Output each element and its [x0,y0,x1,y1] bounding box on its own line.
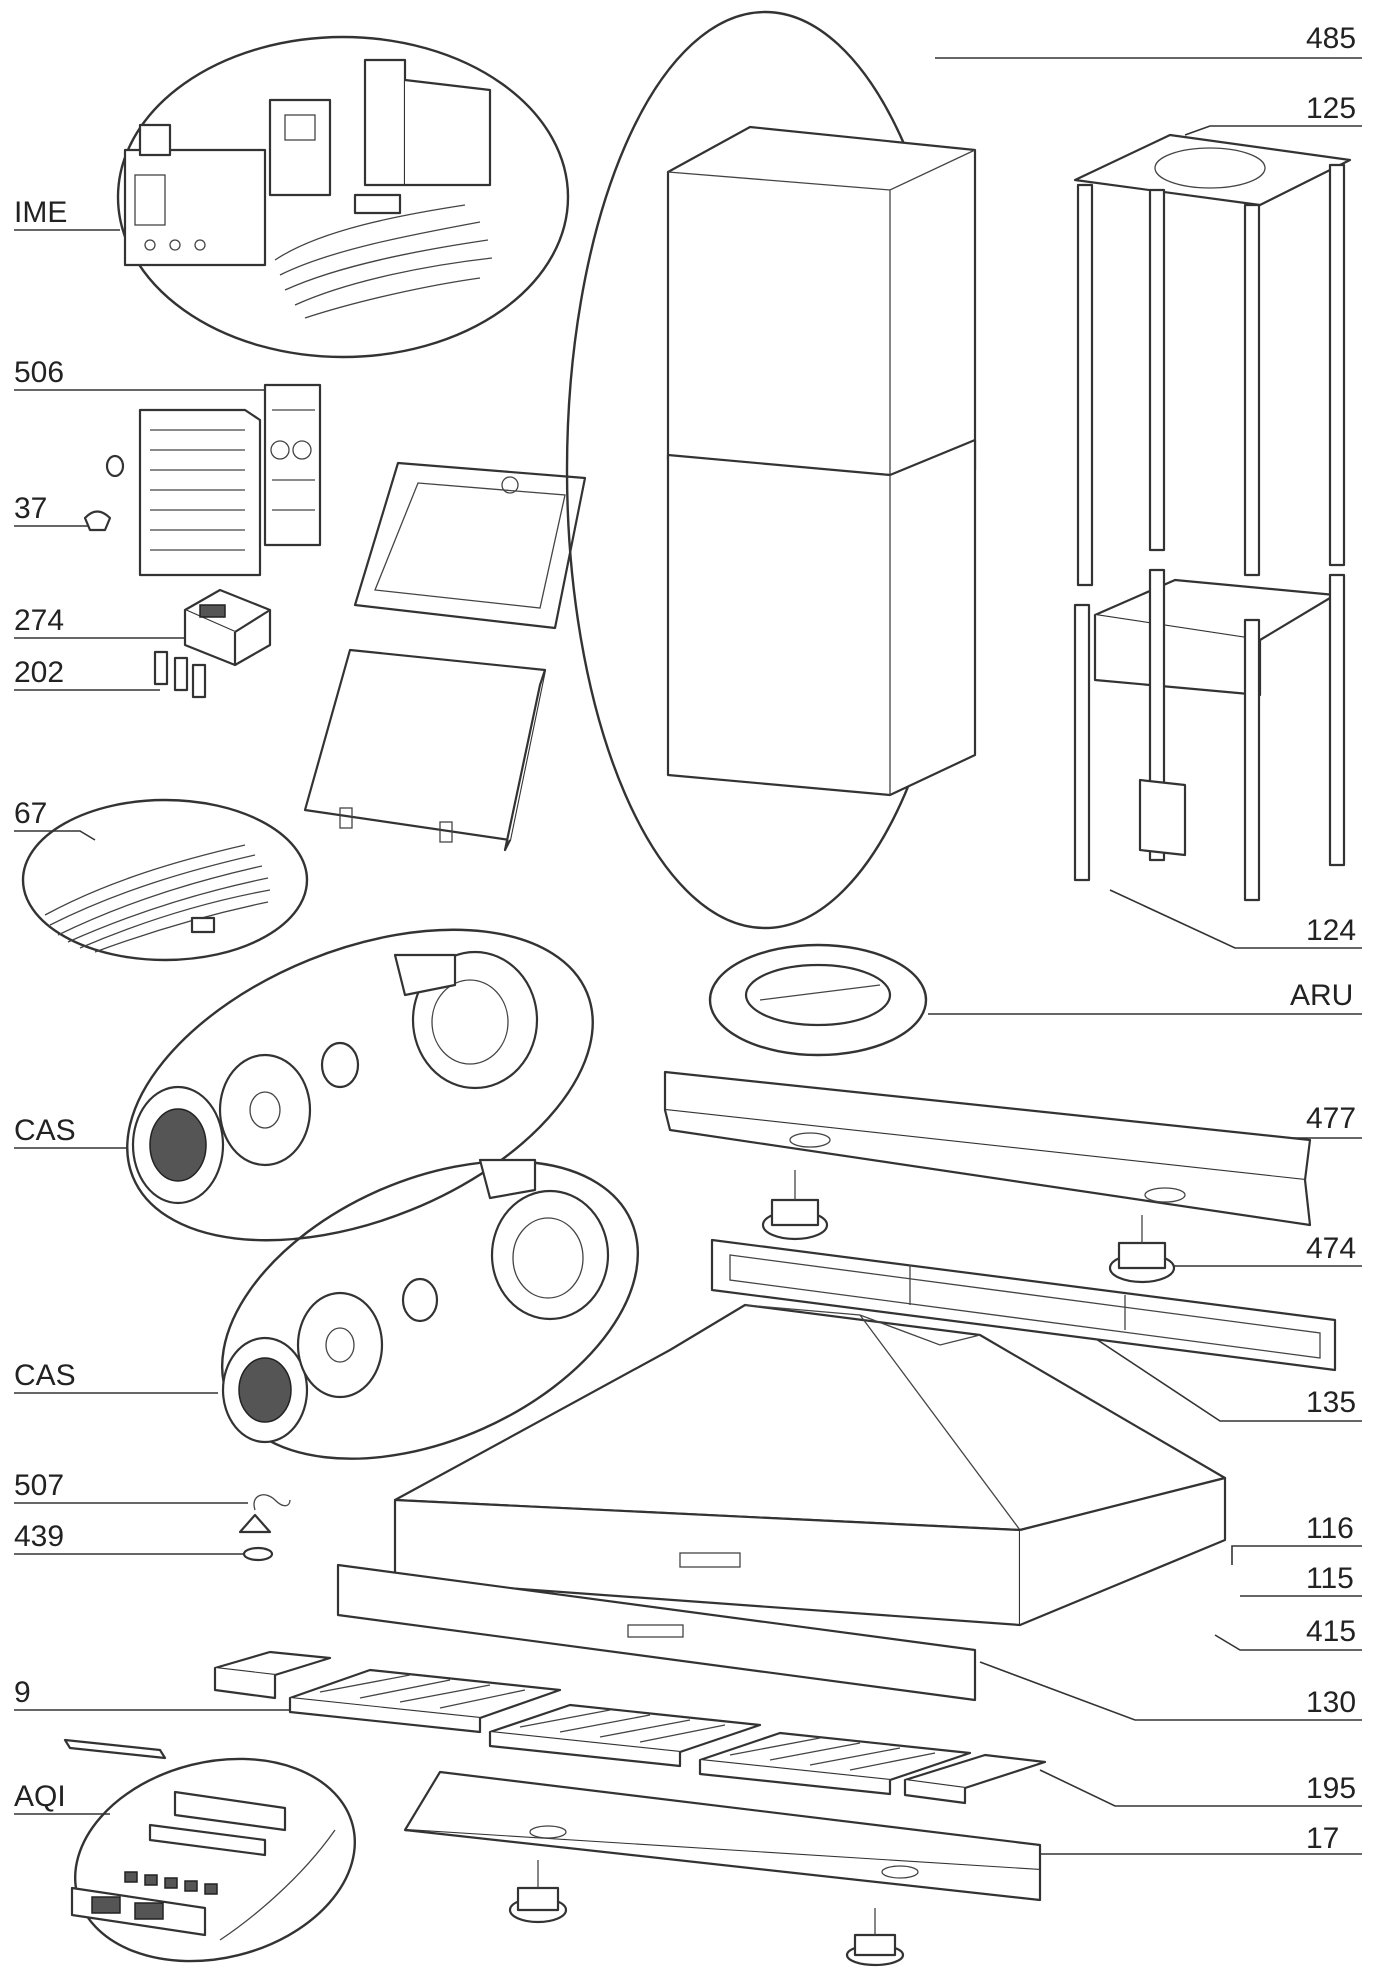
motor-474-right [1108,1215,1176,1284]
label-507: 507 [14,1469,248,1504]
label-125: 125 [1184,92,1362,136]
svg-text:115: 115 [1306,1562,1354,1595]
front-grille-135 [710,1238,1337,1372]
support-frame-lower [1073,568,1346,902]
label-cas-lower: CAS [14,1359,218,1394]
component-274 [183,588,272,667]
label-116: 116 [1231,1512,1362,1565]
wiring-harness-oval [21,798,309,962]
label-ime: IME [14,196,120,231]
label-aqi: AQI [14,1780,110,1815]
support-frame-upper [1073,133,1352,587]
svg-text:ARU: ARU [1290,979,1353,1012]
label-67: 67 [14,797,96,841]
ime-assembly-oval [116,35,570,359]
grease-filter-small-left [213,1650,332,1700]
label-cas-upper: CAS [14,1114,128,1149]
svg-text:125: 125 [1306,92,1356,125]
label-17: 17 [1040,1822,1362,1855]
label-130: 130 [979,1661,1362,1721]
svg-text:17: 17 [1306,1822,1339,1855]
chimney-oval [565,10,977,930]
component-507 [238,1494,291,1534]
svg-text:135: 135 [1306,1386,1356,1419]
label-485: 485 [935,22,1362,59]
svg-text:CAS: CAS [14,1359,76,1392]
aru-adapter-plate [708,943,928,1057]
blower-assembly-lower-oval [220,1158,640,1460]
label-439: 439 [14,1520,248,1555]
bottom-rail-17 [403,1770,1042,1967]
grease-filter-small-right [903,1753,1047,1805]
svg-text:9: 9 [14,1676,31,1709]
svg-text:67: 67 [14,797,47,830]
label-195: 195 [1039,1769,1362,1807]
svg-text:116: 116 [1306,1512,1354,1545]
svg-text:477: 477 [1306,1102,1356,1135]
svg-text:IME: IME [14,196,67,229]
svg-text:130: 130 [1306,1686,1356,1719]
blower-assembly-upper-oval [126,928,594,1242]
label-aru: ARU [928,979,1362,1015]
svg-text:507: 507 [14,1469,64,1502]
svg-text:195: 195 [1306,1772,1356,1805]
top-rail-477 [663,1070,1312,1227]
label-274: 274 [14,604,190,639]
front-panel-130 [336,1563,977,1702]
svg-text:415: 415 [1306,1615,1356,1648]
component-439 [242,1546,274,1562]
hood-body [393,1303,1227,1627]
svg-text:474: 474 [1306,1232,1356,1265]
grease-filter-3 [698,1731,972,1796]
grease-filter-2 [488,1703,762,1768]
label-415: 415 [1214,1615,1362,1651]
svg-text:124: 124 [1306,914,1356,947]
svg-text:439: 439 [14,1520,64,1553]
svg-text:506: 506 [14,356,64,389]
svg-text:485: 485 [1306,22,1356,55]
component-202 [153,650,207,699]
svg-text:AQI: AQI [14,1780,66,1813]
label-37: 37 [14,492,90,527]
filter-frame-lower [303,648,547,852]
label-115: 115 [1240,1562,1362,1597]
component-506-box [138,383,322,577]
component-37 [83,454,125,532]
grease-filter-1 [288,1668,562,1734]
label-202: 202 [14,656,160,691]
svg-text:37: 37 [14,492,47,525]
filter-frame-upper [353,461,587,630]
label-506: 506 [14,356,265,391]
label-124: 124 [1109,889,1362,949]
motor-474-left [761,1170,829,1241]
label-135: 135 [1089,1334,1362,1422]
label-474: 474 [1160,1232,1362,1267]
svg-text:CAS: CAS [14,1114,76,1147]
svg-text:202: 202 [14,656,64,689]
control-panel-aqi-oval [63,1738,357,1963]
svg-text:274: 274 [14,604,64,637]
